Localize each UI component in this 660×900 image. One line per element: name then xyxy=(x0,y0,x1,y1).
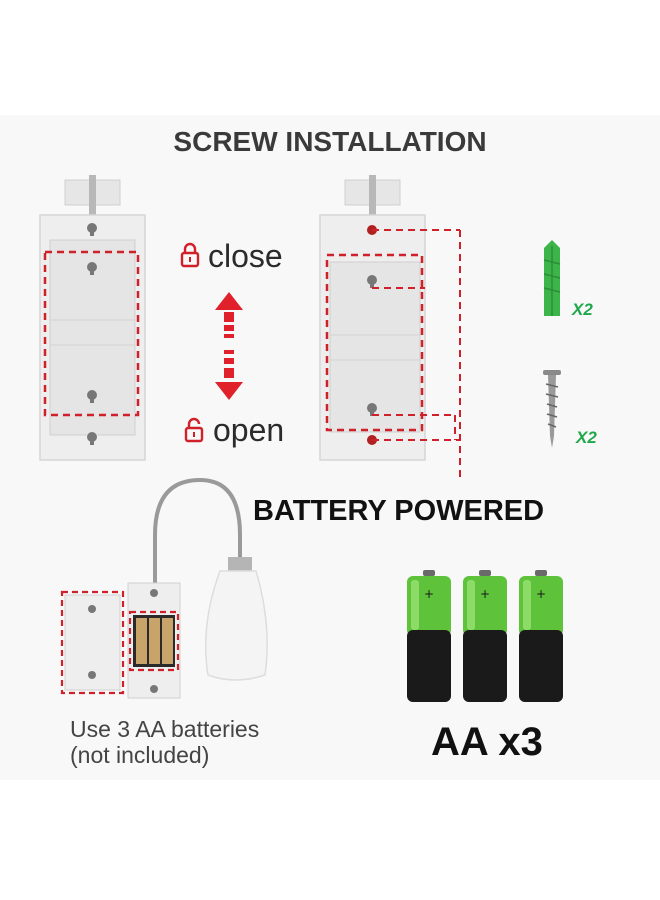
down-arrow-icon xyxy=(215,350,243,400)
battery-powered-title: BATTERY POWERED xyxy=(253,495,545,527)
lock-icon xyxy=(184,417,204,443)
close-label: close xyxy=(208,238,283,274)
lamp-icon xyxy=(60,477,268,699)
battery-count: AA x3 xyxy=(431,720,543,764)
up-arrow-icon xyxy=(215,292,243,338)
wall-plate-left xyxy=(39,175,146,461)
wall-anchor-icon xyxy=(543,240,561,316)
svg-text:+: + xyxy=(536,587,546,601)
svg-text:+: + xyxy=(480,587,490,601)
anchor-quantity: X2 xyxy=(572,300,593,319)
battery-icon: + xyxy=(407,570,451,702)
screw-installation-title: SCREW INSTALLATION xyxy=(173,126,487,157)
svg-text:+: + xyxy=(424,587,434,601)
battery-icon: + xyxy=(463,570,507,702)
screw-quantity: X2 xyxy=(576,428,597,447)
battery-note-line1: Use 3 AA batteries xyxy=(70,716,260,742)
open-label: open xyxy=(213,412,285,448)
wall-plate-right xyxy=(319,175,461,480)
battery-note-line2: (not included) xyxy=(70,742,210,768)
battery-note: Use 3 AA batteries (not included) xyxy=(70,716,259,768)
screw-icon xyxy=(543,370,561,448)
lock-icon xyxy=(180,242,200,268)
battery-icon: + xyxy=(519,570,563,702)
